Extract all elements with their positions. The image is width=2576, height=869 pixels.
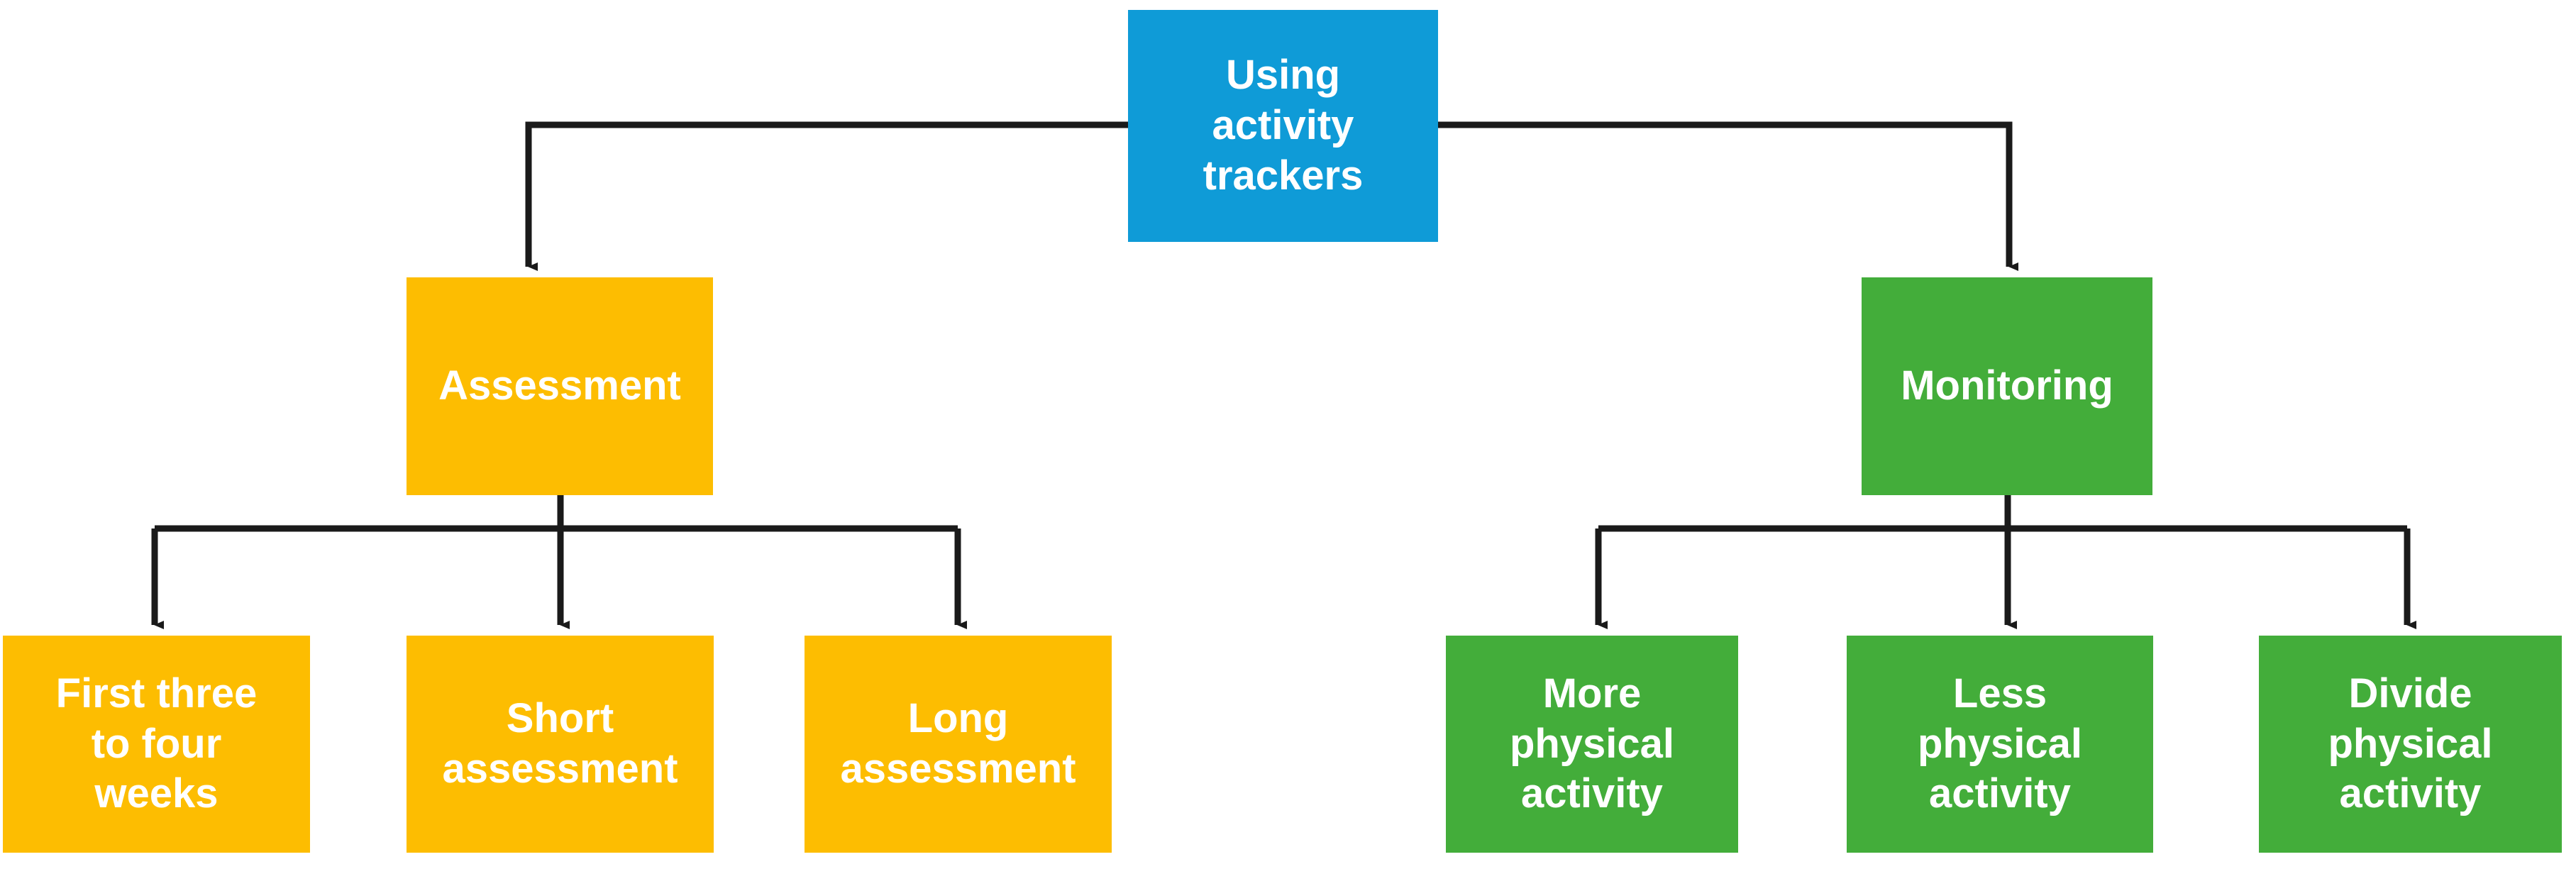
node-less-physical-activity[interactable]: Less physical activity — [1847, 636, 2153, 853]
node-long-assessment-label: Long assessment — [840, 695, 1076, 792]
node-more-physical-activity-label: More physical activity — [1509, 670, 1675, 817]
node-long-assessment[interactable]: Long assessment — [805, 636, 1112, 853]
node-monitoring-label: Monitoring — [1901, 362, 2113, 409]
node-root-label: Using activity trackers — [1203, 52, 1364, 199]
node-short-assessment[interactable]: Short assessment — [407, 636, 714, 853]
node-assessment[interactable]: Assessment — [407, 277, 713, 495]
node-monitoring[interactable]: Monitoring — [1862, 277, 2152, 495]
node-divide-physical-activity[interactable]: Divide physical activity — [2259, 636, 2562, 853]
edge-root-to-monitoring — [1438, 121, 2018, 271]
node-less-physical-activity-label: Less physical activity — [1917, 670, 2083, 817]
node-divide-physical-activity-label: Divide physical activity — [2328, 670, 2493, 817]
node-more-physical-activity[interactable]: More physical activity — [1446, 636, 1738, 853]
node-assessment-label: Assessment — [438, 362, 681, 409]
node-first-three-to-four-weeks[interactable]: First three to four weeks — [3, 636, 310, 853]
node-first-three-to-four-weeks-label: First three to four weeks — [55, 670, 258, 817]
node-short-assessment-label: Short assessment — [442, 695, 678, 792]
node-root-using-activity-trackers[interactable]: Using activity trackers — [1128, 10, 1438, 242]
edge-root-to-assessment — [525, 121, 1128, 271]
